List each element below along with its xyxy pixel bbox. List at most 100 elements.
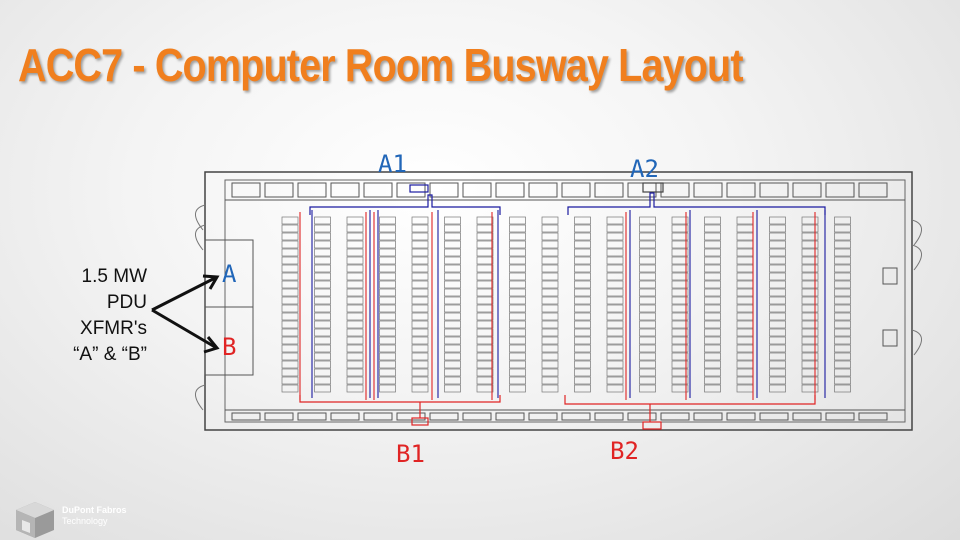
server-rack: [444, 336, 461, 345]
server-rack: [444, 232, 461, 241]
server-rack: [281, 216, 299, 225]
server-rack: [541, 352, 559, 361]
server-rack: [834, 216, 851, 225]
server-rack: [574, 296, 591, 305]
server-rack: [639, 288, 656, 297]
server-rack: [834, 296, 851, 305]
server-rack: [671, 264, 689, 273]
server-rack: [411, 272, 429, 281]
server-rack: [574, 304, 591, 313]
server-rack: [639, 344, 656, 353]
server-rack: [769, 280, 786, 289]
server-rack: [281, 328, 299, 337]
pdu-note-line-3: XFMR's: [80, 318, 147, 339]
server-rack: [444, 384, 461, 393]
server-rack: [346, 280, 364, 289]
server-rack: [346, 264, 364, 273]
server-rack: [574, 328, 591, 337]
server-rack: [801, 240, 819, 249]
server-rack: [639, 216, 656, 225]
server-rack: [379, 256, 396, 265]
wall-cabinet-bottom: [396, 412, 426, 421]
server-rack: [639, 280, 656, 289]
server-rack: [411, 232, 429, 241]
wall-cabinet-bottom: [363, 412, 393, 421]
server-rack: [704, 224, 721, 233]
server-rack: [541, 312, 559, 321]
server-rack: [346, 312, 364, 321]
server-rack: [444, 280, 461, 289]
server-rack: [379, 376, 396, 385]
busway-a2-feed: [642, 182, 664, 193]
server-rack: [314, 224, 331, 233]
server-rack: [444, 320, 461, 329]
server-rack: [314, 248, 331, 257]
server-rack: [671, 296, 689, 305]
server-rack: [411, 360, 429, 369]
server-rack: [671, 224, 689, 233]
server-rack: [704, 304, 721, 313]
server-rack: [704, 376, 721, 385]
server-rack: [801, 384, 819, 393]
server-rack: [476, 376, 494, 385]
server-rack: [736, 320, 754, 329]
server-rack: [574, 320, 591, 329]
server-rack: [476, 320, 494, 329]
server-rack: [314, 264, 331, 273]
server-rack: [671, 368, 689, 377]
server-rack: [379, 320, 396, 329]
server-rack: [411, 320, 429, 329]
server-rack: [346, 256, 364, 265]
xfmr-label-a: A: [222, 260, 237, 288]
server-rack: [281, 376, 299, 385]
server-rack: [476, 304, 494, 313]
server-rack: [444, 312, 461, 321]
server-rack: [834, 368, 851, 377]
server-rack: [476, 280, 494, 289]
server-rack: [769, 240, 786, 249]
server-rack: [509, 384, 526, 393]
server-rack: [574, 352, 591, 361]
wall-cabinet-top: [561, 182, 591, 198]
server-rack: [834, 360, 851, 369]
server-rack: [281, 352, 299, 361]
server-rack: [346, 344, 364, 353]
server-rack: [736, 312, 754, 321]
door-arc: [911, 244, 922, 271]
server-rack: [444, 344, 461, 353]
server-rack: [476, 240, 494, 249]
server-rack: [379, 312, 396, 321]
wall-cabinet-bottom: [726, 412, 756, 421]
server-rack: [379, 328, 396, 337]
server-rack: [736, 216, 754, 225]
server-rack: [801, 352, 819, 361]
server-rack: [671, 384, 689, 393]
server-rack: [671, 376, 689, 385]
server-rack: [379, 216, 396, 225]
server-rack: [444, 240, 461, 249]
server-rack: [476, 224, 494, 233]
server-rack: [509, 280, 526, 289]
server-rack: [834, 376, 851, 385]
server-rack: [346, 304, 364, 313]
busway-a1-trunk: [309, 194, 501, 215]
busway-label-a2: A2: [630, 155, 659, 183]
company-logo-icon: [16, 502, 54, 538]
equipment-box: [882, 329, 898, 347]
server-rack: [411, 288, 429, 297]
server-rack: [411, 256, 429, 265]
server-rack: [509, 328, 526, 337]
server-rack: [834, 344, 851, 353]
server-rack: [541, 384, 559, 393]
server-rack: [541, 240, 559, 249]
server-rack: [476, 232, 494, 241]
server-rack: [769, 360, 786, 369]
server-rack: [411, 344, 429, 353]
server-rack: [379, 336, 396, 345]
server-rack: [541, 376, 559, 385]
server-rack: [509, 312, 526, 321]
server-rack: [606, 312, 624, 321]
server-rack: [509, 248, 526, 257]
server-rack: [411, 304, 429, 313]
wall-cabinet-top: [660, 182, 690, 198]
